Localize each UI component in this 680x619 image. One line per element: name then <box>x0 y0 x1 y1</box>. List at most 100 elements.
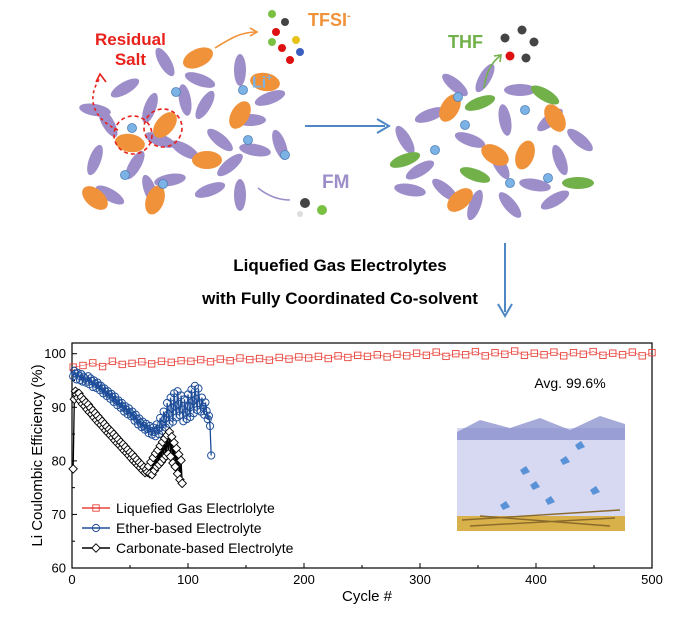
data-point <box>422 351 431 359</box>
data-point <box>579 350 587 358</box>
tfsi-atom <box>278 44 286 52</box>
data-point <box>304 354 313 362</box>
residual-salt-label: Residual Salt <box>95 30 166 70</box>
data-point <box>383 353 391 361</box>
data-point <box>363 352 372 361</box>
legend-label: Ether-based Electrolyte <box>116 520 262 536</box>
thf-molecule <box>530 85 560 105</box>
fm-molecule <box>234 54 246 86</box>
fm-molecule <box>498 192 522 218</box>
data-point <box>138 358 146 366</box>
data-point <box>481 352 489 360</box>
data-point <box>216 355 224 363</box>
data-point <box>204 411 213 420</box>
data-point <box>648 348 656 357</box>
legend-marker <box>91 523 101 533</box>
tfsi-anion <box>153 112 177 138</box>
data-point <box>285 355 293 363</box>
data-point <box>167 358 175 366</box>
li-ion <box>238 85 248 95</box>
fm-molecule <box>432 178 458 202</box>
data-point <box>202 406 211 416</box>
x-tick-label: 300 <box>409 572 431 587</box>
data-point <box>550 348 558 356</box>
y-tick-label: 60 <box>52 561 66 576</box>
tfsi-atom <box>268 10 276 18</box>
data-point <box>187 357 195 365</box>
tfsi-anion <box>229 101 251 129</box>
li-ion <box>120 170 130 180</box>
fm-molecule <box>207 128 233 152</box>
fm-molecule <box>254 90 286 106</box>
tfsi-anion <box>183 47 213 69</box>
data-point <box>157 357 166 365</box>
residual-salt-line1: Residual <box>95 30 166 49</box>
fm-molecule <box>504 84 536 96</box>
legend-marker <box>91 543 101 553</box>
data-point <box>589 347 597 356</box>
inset-top-surface <box>457 416 625 440</box>
thf-arrow <box>483 55 501 89</box>
fm-molecule <box>467 189 483 221</box>
legend-label: Carbonate-based Electrolyte <box>116 540 294 556</box>
li-ion <box>280 150 290 160</box>
arrowhead <box>497 303 513 318</box>
thf-molecule <box>389 152 421 168</box>
data-point <box>510 347 519 355</box>
data-point <box>128 359 136 368</box>
fm-label: FM <box>322 172 350 193</box>
y-tick-label: 100 <box>44 346 66 361</box>
tfsi-atom <box>292 36 300 44</box>
residual-salt-ring <box>143 108 183 148</box>
fm-molecule <box>194 182 226 198</box>
fm-molecule <box>394 183 426 197</box>
data-point <box>206 358 215 366</box>
inset-particle <box>560 456 570 465</box>
data-point <box>599 351 607 359</box>
data-point <box>181 408 190 417</box>
data-point <box>324 354 332 363</box>
x-tick-label: 400 <box>525 572 547 587</box>
fm-molecule <box>217 153 243 177</box>
data-point <box>560 352 568 360</box>
inset-particle <box>500 501 510 510</box>
solvation-diagram <box>79 10 594 318</box>
data-point <box>79 361 87 370</box>
tfsi-atom <box>268 38 276 46</box>
li-ion <box>543 173 553 183</box>
data-point <box>98 362 107 371</box>
data-point <box>344 353 352 362</box>
tfsi-label: TFSI- <box>308 10 351 31</box>
data-point <box>177 357 185 365</box>
inset-particle <box>575 441 585 450</box>
li-ion <box>453 92 463 102</box>
thf-label: THF <box>448 32 483 52</box>
thf-atom <box>529 37 539 47</box>
data-point <box>147 360 156 368</box>
thf-molecule <box>464 95 496 111</box>
fm-molecule <box>170 140 200 160</box>
data-point <box>638 352 646 360</box>
inset-box <box>457 428 625 518</box>
electrode-inset-illustration <box>457 416 625 531</box>
fm-molecule <box>142 92 158 124</box>
data-point <box>569 348 578 357</box>
tfsi-text: TFSI <box>308 10 347 30</box>
tfsi-atom <box>286 56 294 64</box>
data-point <box>201 398 210 407</box>
fm-molecule <box>110 78 140 98</box>
li-ion <box>243 135 253 145</box>
y-tick-label: 90 <box>52 400 66 415</box>
tfsi-anion <box>481 144 509 166</box>
data-point <box>255 354 264 363</box>
x-tick-label: 100 <box>177 572 199 587</box>
fm-atom <box>300 198 310 208</box>
data-point <box>89 359 97 367</box>
fm-atom <box>317 205 327 215</box>
thf-molecule <box>562 177 594 189</box>
data-point <box>501 350 509 358</box>
inset-deposits <box>461 509 621 527</box>
data-point <box>177 478 188 489</box>
inset-particle <box>545 496 555 505</box>
data-point <box>314 352 323 361</box>
